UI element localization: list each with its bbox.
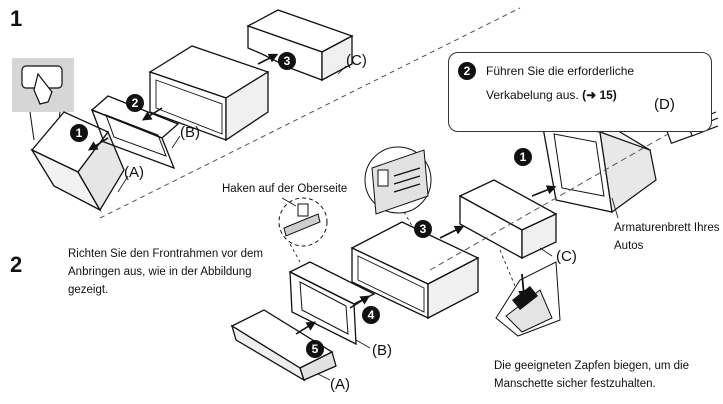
connector-detail-circle [364, 146, 432, 237]
caption-align-frame-2: Anbringen aus, wie in der Abbildung [68, 266, 252, 278]
label-a-step2: (A) [330, 376, 350, 393]
caption-hook-top: Haken auf der Oberseite [222, 183, 348, 195]
page-reference: (➜ 15) [582, 88, 617, 102]
main-unit-step1 [148, 45, 270, 142]
callout-line-1: Führen Sie die erforderliche [486, 64, 635, 78]
detach-button-inset [12, 58, 74, 141]
label-c-step2: (C) [556, 248, 577, 265]
caption-dashboard-1: Armaturenbrett Ihres [614, 222, 720, 234]
caption-bend-tabs-1: Die geeigneten Zapfen biegen, um die [494, 360, 690, 372]
caption-align-frame-1: Richten Sie den Frontrahmen vor dem [68, 248, 263, 260]
caption-bend-tabs-2: Manschette sicher festzuhalten. [494, 378, 656, 390]
badge-3-step1: 3 [278, 52, 296, 70]
step-number-1: 1 [10, 6, 23, 31]
caption-dashboard-2: Autos [614, 240, 644, 252]
trim-frame-b-step2 [288, 261, 376, 346]
tab-bending-detail [495, 261, 561, 337]
wiring-callout [448, 52, 712, 132]
mounting-sleeve-c-step1 [246, 9, 354, 82]
arrow-3-step2 [439, 225, 465, 239]
caption-align-frame-3: gezeigt. [68, 284, 109, 296]
label-c-step1: (C) [346, 52, 367, 69]
badge-2-callout: 2 [458, 62, 476, 80]
badge-1-step1: 1 [70, 124, 88, 142]
faceplate-a-step1 [30, 111, 125, 212]
insertion-path [429, 133, 669, 271]
label-d: (D) [654, 96, 675, 113]
label-b-step2: (B) [372, 342, 392, 359]
badge-2-step1: 2 [126, 94, 144, 112]
badge-5-step2: 5 [306, 340, 324, 358]
label-a-step1: (A) [124, 164, 144, 181]
label-b-step1: (B) [180, 124, 200, 141]
arrow-1-step2 [531, 185, 557, 197]
arrow-2-step1 [141, 107, 163, 121]
step-divider [99, 7, 521, 219]
arrow-4-step2 [349, 295, 371, 309]
mounting-sleeve-c-step2 [458, 179, 558, 299]
hook-detail-circle [278, 197, 328, 263]
step-number-2: 2 [10, 252, 23, 277]
arrow-5-step2 [295, 321, 317, 335]
trim-frame-b-step1 [90, 95, 180, 170]
badge-1-step2: 1 [514, 148, 532, 166]
badge-4-step2: 4 [362, 306, 380, 324]
arrow-1-step1 [87, 137, 109, 151]
callout-text: Verkabelung aus. [486, 88, 583, 102]
main-unit-step2 [350, 221, 480, 320]
arrow-3-step1 [257, 53, 279, 65]
badge-3-step2: 3 [414, 220, 432, 238]
callout-line-2: Verkabelung aus. (➜ 15) [486, 86, 617, 104]
